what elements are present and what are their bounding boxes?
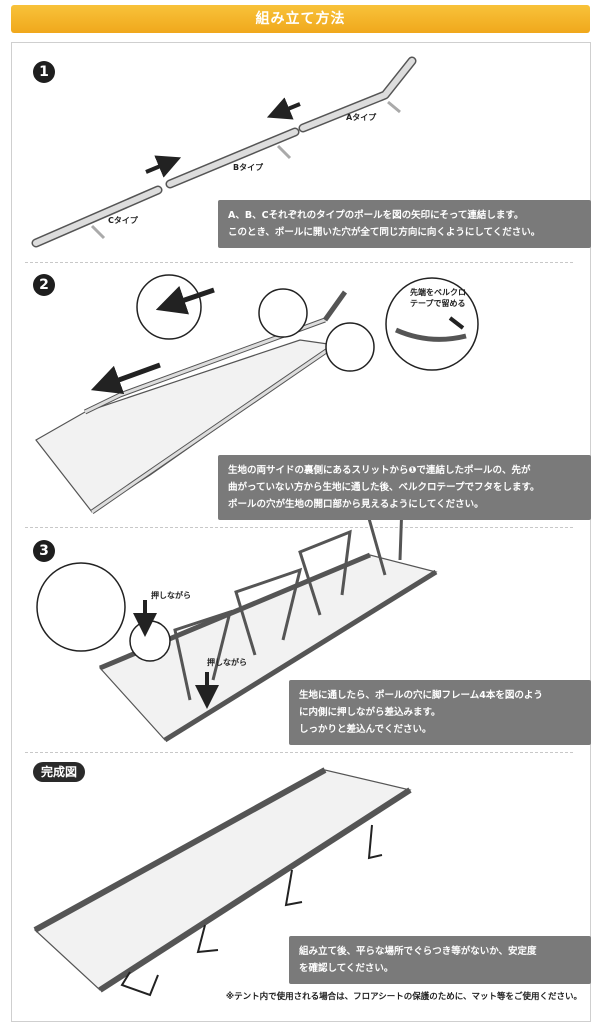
instruction-line: に内側に押しながら差込みます。 [299, 707, 441, 718]
pole-b-label: Bタイプ [233, 162, 264, 172]
step-number-1: 1 [33, 61, 55, 83]
step3-instruction: 生地に通したら、ポールの穴に脚フレーム4本を図のよう に内側に押しながら差込みま… [289, 680, 591, 745]
footnote: ※テント内で使用される場合は、フロアシートの保護のために、マット等をご使用くださ… [225, 992, 582, 1002]
final-instruction: 組み立て後、平らな場所でぐらつき等がないか、安定度 を確認してください。 [289, 936, 591, 984]
section-header: 組み立て方法 [11, 5, 590, 33]
pole-a-label: Aタイプ [346, 112, 377, 122]
pole-a-illustration: Aタイプ [298, 56, 417, 133]
press-label: 押しながら [151, 590, 191, 600]
velcro-callout-line2: テープで留める [410, 298, 466, 308]
step-number-2: 2 [33, 274, 55, 296]
instruction-line: 組み立て後、平らな場所でぐらつき等がないか、安定度 [299, 946, 537, 957]
completed-badge: 完成図 [33, 762, 86, 782]
pole-c-illustration: Cタイプ [31, 185, 163, 248]
divider [25, 752, 573, 753]
instruction-line: A、B、Cそれぞれのタイプのポールを図の矢印にそって連結します。 [228, 210, 524, 221]
step3-cot-illustration: 押しながら 押しながら [36, 500, 438, 743]
finished-cot-illustration [33, 767, 412, 997]
instruction-line: を確認してください。 [299, 963, 394, 974]
pole-b-illustration: Bタイプ [165, 127, 300, 189]
instruction-line: 曲がっていない方から生地に通した後、ベルクロテープでフタをします。 [228, 482, 540, 493]
step1-instruction: A、B、Cそれぞれのタイプのポールを図の矢印にそって連結します。 このとき、ポー… [218, 200, 591, 248]
velcro-detail-callout [385, 277, 479, 371]
instruction-line: ポールの穴が生地の開口部から見えるようにしてください。 [228, 499, 484, 510]
instruction-line: しっかりと差込んでください。 [299, 724, 432, 735]
instruction-line: 生地の両サイドの裏側にあるスリットから❶で連結したポールの、先が [228, 465, 531, 476]
press-label: 押しながら [207, 657, 247, 667]
velcro-callout-line1: 先端をベルクロ [410, 287, 466, 297]
instruction-line: 生地に通したら、ポールの穴に脚フレーム4本を図のよう [299, 690, 543, 701]
divider [25, 527, 573, 528]
step-number-3: 3 [33, 540, 55, 562]
pole-c-label: Cタイプ [108, 215, 139, 225]
page-title: 組み立て方法 [255, 11, 346, 27]
step2-cot-illustration: 先端をベルクロ テープで留める [35, 274, 479, 515]
step2-instruction: 生地の両サイドの裏側にあるスリットから❶で連結したポールの、先が 曲がっていない… [218, 455, 591, 520]
instruction-line: このとき、ポールに開いた穴が全て同じ方向に向くようにしてください。 [228, 227, 541, 238]
divider [25, 262, 573, 263]
direction-arrow [145, 155, 182, 178]
direction-arrow [266, 97, 301, 120]
